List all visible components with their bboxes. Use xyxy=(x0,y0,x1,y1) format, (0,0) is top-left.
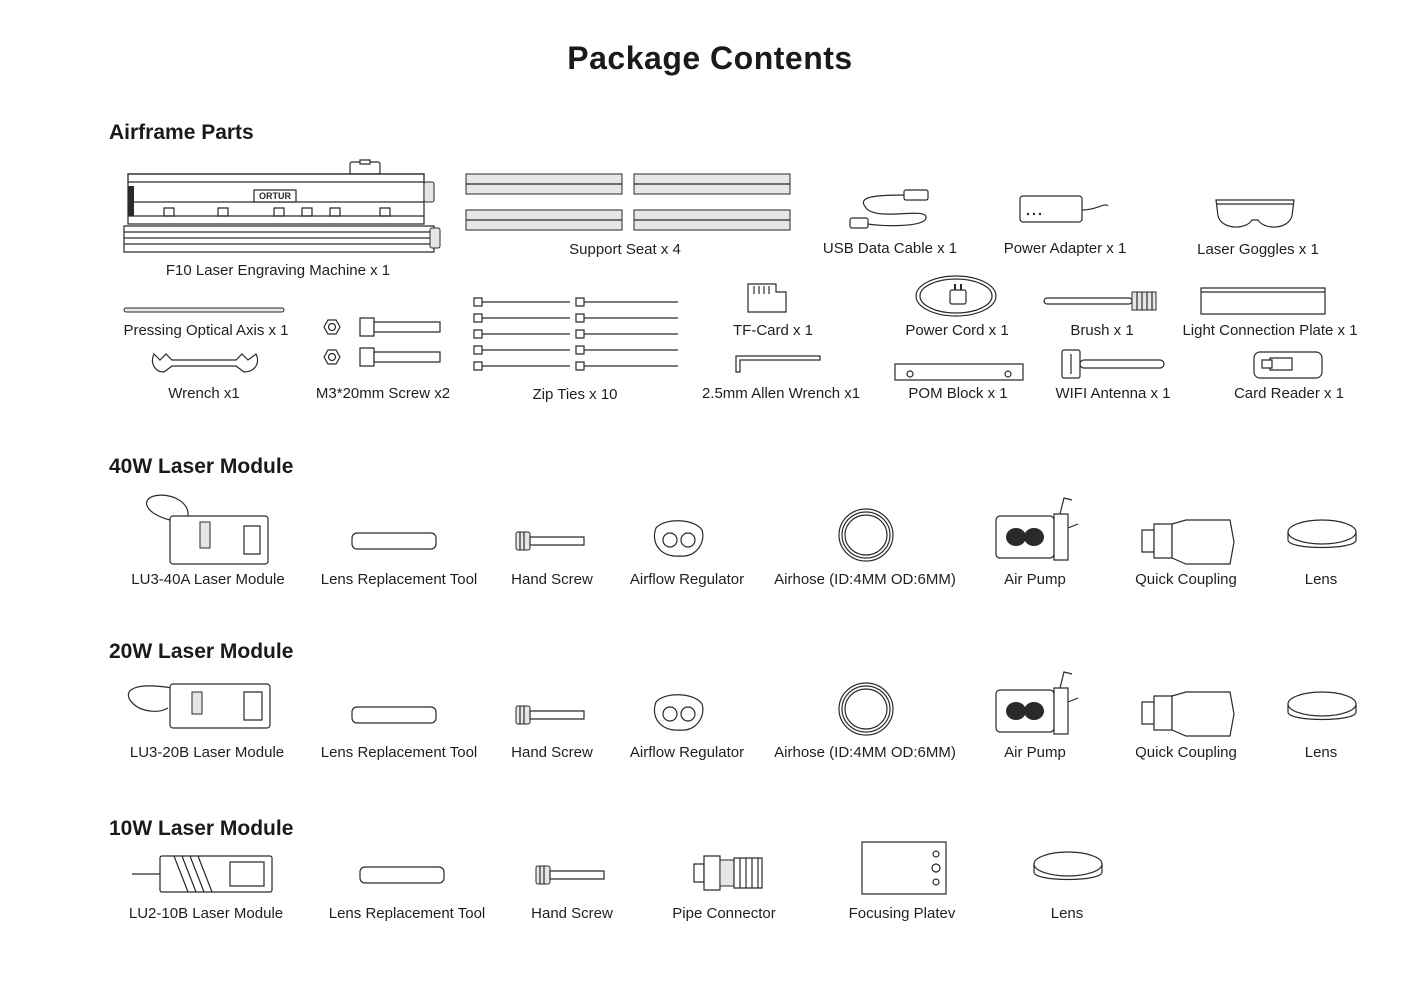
label: Hand Screw xyxy=(531,905,613,922)
thumb-screw-icon xyxy=(534,864,606,886)
label: 2.5mm Allen Wrench x1 xyxy=(701,385,861,402)
coupling-icon xyxy=(1140,690,1236,738)
coiled-hose-icon xyxy=(836,506,896,564)
support-rail-icon xyxy=(466,174,792,232)
lens-tool-icon xyxy=(350,530,438,552)
screw-icon xyxy=(322,316,444,370)
page-title: Package Contents xyxy=(567,40,853,76)
section-heading-40w: 40W Laser Module xyxy=(109,455,294,478)
label: Lens xyxy=(1304,744,1338,761)
label: LU3-40A Laser Module xyxy=(131,571,285,588)
airflow-regulator-icon xyxy=(650,518,706,560)
lens-disc-icon xyxy=(1286,516,1358,556)
label: Lens Replacement Tool xyxy=(328,905,486,922)
card-reader-icon xyxy=(1252,350,1324,380)
sd-card-icon xyxy=(746,282,788,314)
label: Light Connection Plate x 1 xyxy=(1182,322,1358,339)
label: WIFI Antenna x 1 xyxy=(1055,385,1171,402)
focusing-plate-icon xyxy=(860,840,948,896)
label: POM Block x 1 xyxy=(908,385,1008,402)
coiled-cord-icon xyxy=(914,274,998,320)
label: M3*20mm Screw x2 xyxy=(315,385,451,402)
laser-module-icon xyxy=(124,678,276,736)
air-pump-icon xyxy=(992,494,1082,564)
pipe-connector-icon xyxy=(692,852,764,894)
safety-goggles-icon xyxy=(1212,194,1298,234)
label: Pipe Connector xyxy=(672,905,776,922)
label: Laser Goggles x 1 xyxy=(1197,241,1319,258)
section-heading-airframe: Airframe Parts xyxy=(109,121,254,144)
thumb-screw-icon xyxy=(514,530,586,552)
rod-icon xyxy=(124,306,284,314)
wrench-icon xyxy=(150,348,260,378)
label: Air Pump xyxy=(1004,571,1066,588)
plate-icon xyxy=(1200,286,1326,316)
block-icon xyxy=(894,362,1024,382)
usb-cable-icon xyxy=(848,186,932,232)
label: Lens xyxy=(1050,905,1084,922)
label: Hand Screw xyxy=(511,744,593,761)
allen-key-icon xyxy=(734,352,824,376)
label: TF-Card x 1 xyxy=(732,322,814,339)
air-pump-icon xyxy=(992,668,1082,738)
laser-module-icon xyxy=(140,492,272,568)
label: Card Reader x 1 xyxy=(1233,385,1345,402)
label: Focusing Platev xyxy=(848,905,956,922)
label: Airflow Regulator xyxy=(629,571,745,588)
label: Quick Coupling xyxy=(1135,571,1237,588)
lens-disc-icon xyxy=(1032,848,1104,888)
airflow-regulator-icon xyxy=(650,692,706,734)
label: Lens Replacement Tool xyxy=(320,744,478,761)
label: Brush x 1 xyxy=(1070,322,1134,339)
label: F10 Laser Engraving Machine x 1 xyxy=(165,262,391,279)
label: Quick Coupling xyxy=(1135,744,1237,761)
section-heading-10w: 10W Laser Module xyxy=(109,817,294,840)
label: Zip Ties x 10 xyxy=(532,386,618,403)
coiled-hose-icon xyxy=(836,680,896,738)
label: LU2-10B Laser Module xyxy=(128,905,284,922)
label: Airflow Regulator xyxy=(629,744,745,761)
label: Wrench x1 xyxy=(168,385,240,402)
zip-tie-icon xyxy=(472,296,682,372)
label: USB Data Cable x 1 xyxy=(822,240,958,257)
label: Pressing Optical Axis x 1 xyxy=(123,322,289,339)
label: Air Pump xyxy=(1004,744,1066,761)
coupling-icon xyxy=(1140,518,1236,566)
laser-module-icon xyxy=(130,854,276,894)
power-adapter-icon xyxy=(1018,192,1112,228)
brush-icon xyxy=(1042,290,1160,312)
label: Lens Replacement Tool xyxy=(320,571,478,588)
label: Hand Screw xyxy=(511,571,593,588)
lens-tool-icon xyxy=(358,864,446,886)
label: Power Cord x 1 xyxy=(905,322,1009,339)
thumb-screw-icon xyxy=(514,704,586,726)
antenna-icon xyxy=(1058,346,1168,380)
label: Support Seat x 4 xyxy=(569,241,681,258)
lens-disc-icon xyxy=(1286,688,1358,728)
laser-engraver-frame-icon: ORTUR xyxy=(124,160,440,260)
label: LU3-20B Laser Module xyxy=(129,744,285,761)
label: Power Adapter x 1 xyxy=(1003,240,1127,257)
section-heading-20w: 20W Laser Module xyxy=(109,640,294,663)
label: Lens xyxy=(1304,571,1338,588)
brand-mark: ORTUR xyxy=(259,191,291,201)
label: Airhose (ID:4MM OD:6MM) xyxy=(774,571,956,588)
lens-tool-icon xyxy=(350,704,438,726)
label: Airhose (ID:4MM OD:6MM) xyxy=(774,744,956,761)
